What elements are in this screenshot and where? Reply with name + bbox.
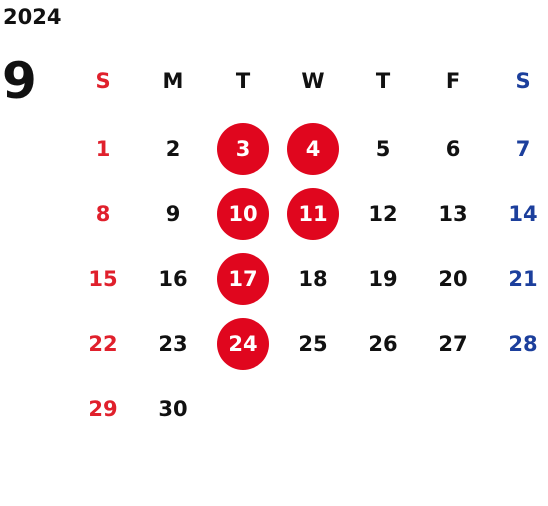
highlight-circle: 11: [287, 187, 339, 240]
weekday-header-sat: S: [515, 69, 531, 93]
day-cell: 27: [438, 331, 468, 356]
day-cell: 1: [95, 136, 111, 161]
day-cell: 23: [158, 331, 188, 356]
day-cell: 2: [165, 136, 181, 161]
day-cell: 21: [508, 266, 538, 291]
day-cell: 22: [88, 331, 118, 356]
day-cell-highlighted: 10: [208, 181, 278, 246]
day-cell-highlighted: 4: [278, 116, 348, 181]
empty-day-cell: [278, 376, 348, 441]
day-cell: 19: [368, 266, 398, 291]
day-cell: 28: [508, 331, 538, 356]
day-cell: 13: [438, 201, 468, 226]
highlight-circle: 10: [217, 187, 269, 240]
day-cell: 8: [95, 201, 111, 226]
weekday-header-tue: T: [235, 69, 251, 93]
highlight-circle: 3: [217, 122, 269, 175]
day-cell: 9: [165, 201, 181, 226]
empty-day-cell: [488, 376, 548, 441]
day-cell-highlighted: 3: [208, 116, 278, 181]
empty-day-cell: [208, 376, 278, 441]
weekday-header-mon: M: [162, 69, 184, 93]
highlight-circle: 24: [217, 317, 269, 370]
highlight-circle: 17: [217, 252, 269, 305]
day-cell: 26: [368, 331, 398, 356]
day-cell: 6: [445, 136, 461, 161]
day-cell: 12: [368, 201, 398, 226]
day-cell: 16: [158, 266, 188, 291]
day-cell: 7: [515, 136, 531, 161]
day-cell: 30: [158, 396, 188, 421]
month-label: 9: [2, 52, 37, 110]
day-cell: 14: [508, 201, 538, 226]
year-label: 2024: [3, 5, 62, 29]
weekday-header-wed: W: [301, 69, 325, 93]
day-cell: 15: [88, 266, 118, 291]
day-cell-highlighted: 17: [208, 246, 278, 311]
day-cell-highlighted: 11: [278, 181, 348, 246]
weekday-header-thu: T: [375, 69, 391, 93]
day-cell: 25: [298, 331, 328, 356]
day-cell: 18: [298, 266, 328, 291]
day-cell: 20: [438, 266, 468, 291]
empty-day-cell: [348, 376, 418, 441]
day-cell-highlighted: 24: [208, 311, 278, 376]
empty-day-cell: [418, 376, 488, 441]
weekday-header-sun: S: [95, 69, 111, 93]
weekday-header-fri: F: [445, 69, 461, 93]
day-cell: 5: [375, 136, 391, 161]
highlight-circle: 4: [287, 122, 339, 175]
day-cell: 29: [88, 396, 118, 421]
